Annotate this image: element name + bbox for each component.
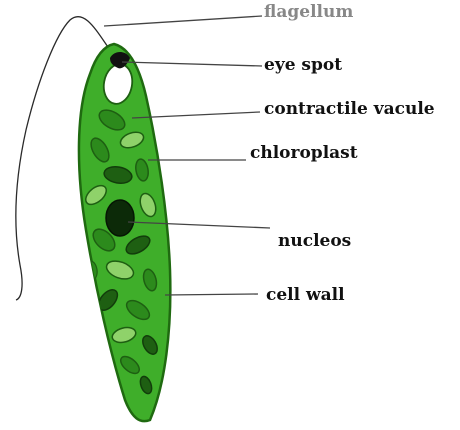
- nucleus-shape: [106, 200, 134, 236]
- label-eye-spot: eye spot: [264, 57, 342, 74]
- label-nucleus: nucleos: [278, 233, 351, 250]
- label-contractile-vacuole: contractile vacule: [264, 101, 435, 118]
- label-chloroplast: chloroplast: [250, 145, 358, 162]
- label-flagellum: flagellum: [264, 4, 353, 21]
- flagellum-leader: [104, 16, 262, 26]
- cell-wall-leader: [165, 294, 258, 295]
- label-cell-wall: cell wall: [266, 287, 345, 304]
- eye-spot-leader: [122, 62, 262, 66]
